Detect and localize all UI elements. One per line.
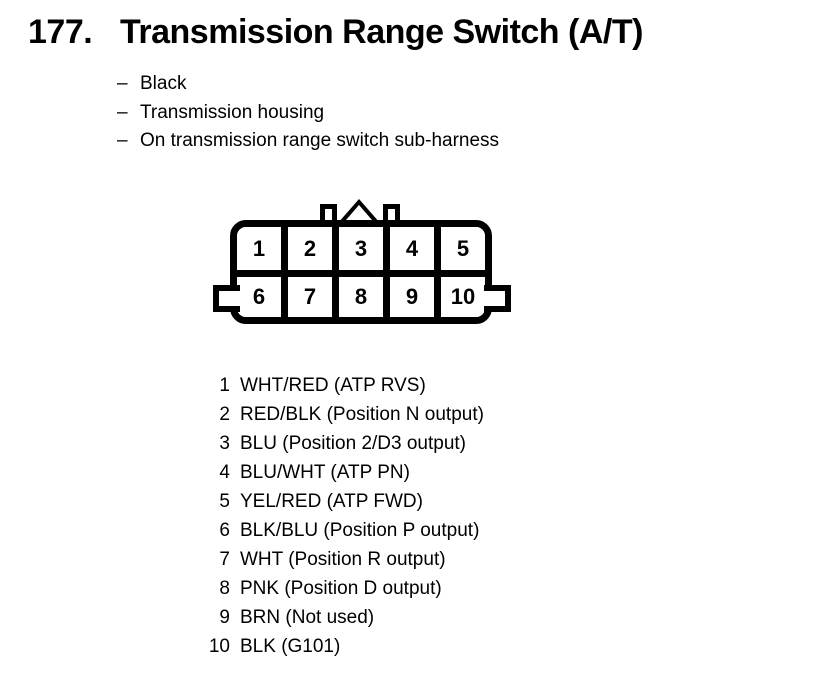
pin-cell-6: 6 [237,277,288,317]
pin-row: 3 BLU (Position 2/D3 output) [150,429,484,458]
item-number: 177. [28,13,93,51]
pin-cell-2: 2 [288,227,339,270]
note-text: On transmission range switch sub-harness [140,130,500,151]
pin-row: 7 WHT (Position R output) [150,545,484,574]
note-item: – Black [117,70,499,99]
pin-row: 8 PNK (Position D output) [150,574,484,603]
pin-number: 1 [219,375,230,396]
note-text: Transmission housing [140,101,325,123]
pin-row: 1 WHT/RED (ATP RVS) [150,371,484,400]
page-title: Transmission Range Switch (A/T) [120,13,643,51]
pin-row: 5 YEL/RED (ATP FWD) [150,487,484,516]
pin-number: 8 [219,578,230,599]
pin-label: BLK (G101) [240,636,341,657]
pin-number: 3 [219,433,230,454]
page-title-row: 177. Transmission Range Switch (A/T) [28,12,643,52]
pin-label: BRN (Not used) [240,607,375,628]
pin-label: WHT (Position R output) [240,549,446,570]
pin-row: 9 BRN (Not used) [150,603,484,632]
pin-label: BLK/BLU (Position P output) [240,520,480,541]
connector-latch-peak-inner [346,205,372,220]
pin-label: WHT/RED (ATP RVS) [240,375,426,396]
pin-row: 6 BLK/BLU (Position P output) [150,516,484,545]
connector-side-tab-left-icon [213,285,240,312]
pin-row: 2 RED/BLK (Position N output) [150,400,484,429]
pin-label: BLU/WHT (ATP PN) [240,462,410,483]
pin-number: 4 [219,462,230,483]
connector-row-top: 1 2 3 4 5 [237,227,485,277]
pin-cell-7: 7 [288,277,339,317]
pin-cell-3: 3 [339,227,390,270]
pin-cell-4: 4 [390,227,441,270]
note-item: – On transmission range switch sub-harne… [117,127,499,156]
pin-number: 7 [219,549,230,570]
connector-lock-tab-left-icon [320,204,337,221]
pin-row: 4 BLU/WHT (ATP PN) [150,458,484,487]
pin-number: 10 [208,636,230,657]
pin-number: 6 [219,520,230,541]
pin-legend: 1 WHT/RED (ATP RVS) 2 RED/BLK (Position … [150,371,484,661]
pin-row: 10 BLK (G101) [150,632,484,661]
pin-number: 2 [219,404,230,425]
pin-cell-10: 10 [441,277,485,317]
pin-number: 9 [219,607,230,628]
bullet-dash: – [117,101,128,123]
pin-label: BLU (Position 2/D3 output) [240,433,467,454]
pin-number: 5 [219,491,230,512]
connector-body: 1 2 3 4 5 6 7 8 9 10 [230,220,492,324]
pin-label: PNK (Position D output) [240,578,442,599]
pin-cell-1: 1 [237,227,288,270]
bullet-dash: – [117,73,128,94]
note-item: – Transmission housing [117,99,499,128]
connector-lock-tab-right-icon [383,204,400,221]
pin-cell-9: 9 [390,277,441,317]
pin-label: YEL/RED (ATP FWD) [240,491,423,512]
notes-list: – Black – Transmission housing – On tran… [117,70,499,156]
connector-side-tab-right-icon [484,285,511,312]
pin-label: RED/BLK (Position N output) [240,404,484,425]
bullet-dash: – [117,130,128,151]
note-text: Black [140,73,187,94]
connector-diagram: 1 2 3 4 5 6 7 8 9 10 [205,192,517,334]
connector-row-bottom: 6 7 8 9 10 [237,277,485,317]
pin-cell-8: 8 [339,277,390,317]
pin-cell-5: 5 [441,227,485,270]
